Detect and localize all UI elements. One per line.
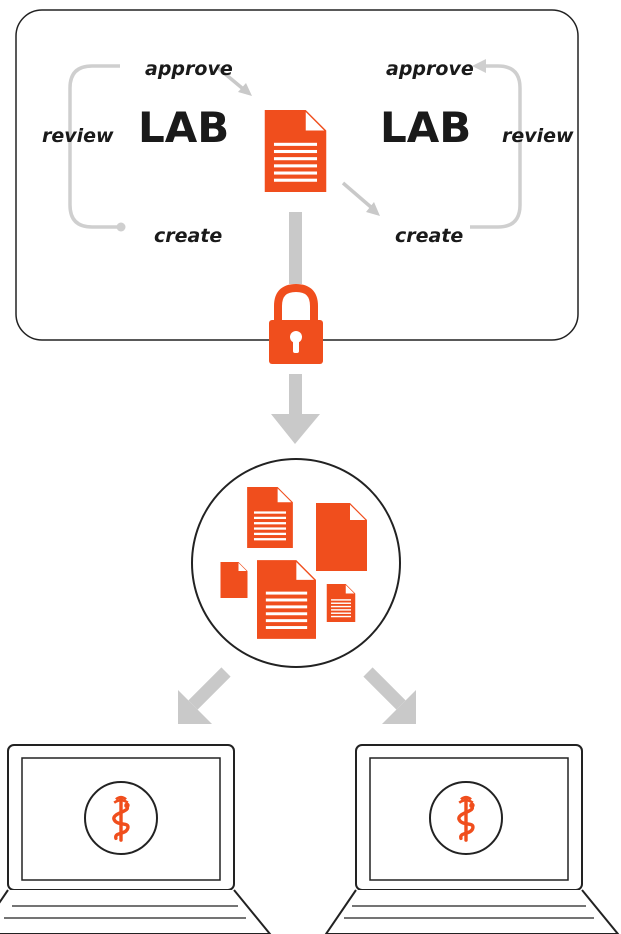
right-lab-cycle: approve review create LAB <box>341 58 574 247</box>
left-lab-title: LAB <box>138 103 229 152</box>
right-create-label: create <box>395 225 463 247</box>
repository-document-icon <box>316 503 367 571</box>
right-review-label: review <box>502 125 574 147</box>
right-lab-title: LAB <box>380 103 471 152</box>
left-laptop <box>0 744 272 934</box>
repository-document-icon <box>247 487 293 548</box>
padlock-icon <box>269 283 323 364</box>
left-review-label: review <box>42 125 114 147</box>
down-arrow <box>271 374 320 444</box>
right-review-arrowhead <box>472 59 486 73</box>
left-review-loop <box>68 64 120 229</box>
repository-document-icon <box>326 584 356 622</box>
right-create-arrowhead <box>366 202 380 216</box>
document-icon <box>264 110 327 192</box>
left-approve-arrowhead <box>238 83 252 96</box>
document-repository <box>191 458 401 668</box>
release-connector <box>289 212 302 284</box>
loop-start-dot <box>116 222 126 232</box>
right-create-arrow <box>341 181 374 210</box>
right-approve-label: approve <box>386 58 474 80</box>
left-approve-label: approve <box>145 58 233 80</box>
left-lab-cycle: approve review create LAB <box>42 58 252 247</box>
repository-document-icon <box>257 560 316 639</box>
right-laptop <box>324 744 620 934</box>
left-create-label: create <box>154 225 222 247</box>
left-distribution-arrow <box>178 667 231 724</box>
right-distribution-arrow <box>363 667 416 724</box>
repository-document-icon <box>220 562 248 598</box>
right-review-loop <box>470 64 522 229</box>
